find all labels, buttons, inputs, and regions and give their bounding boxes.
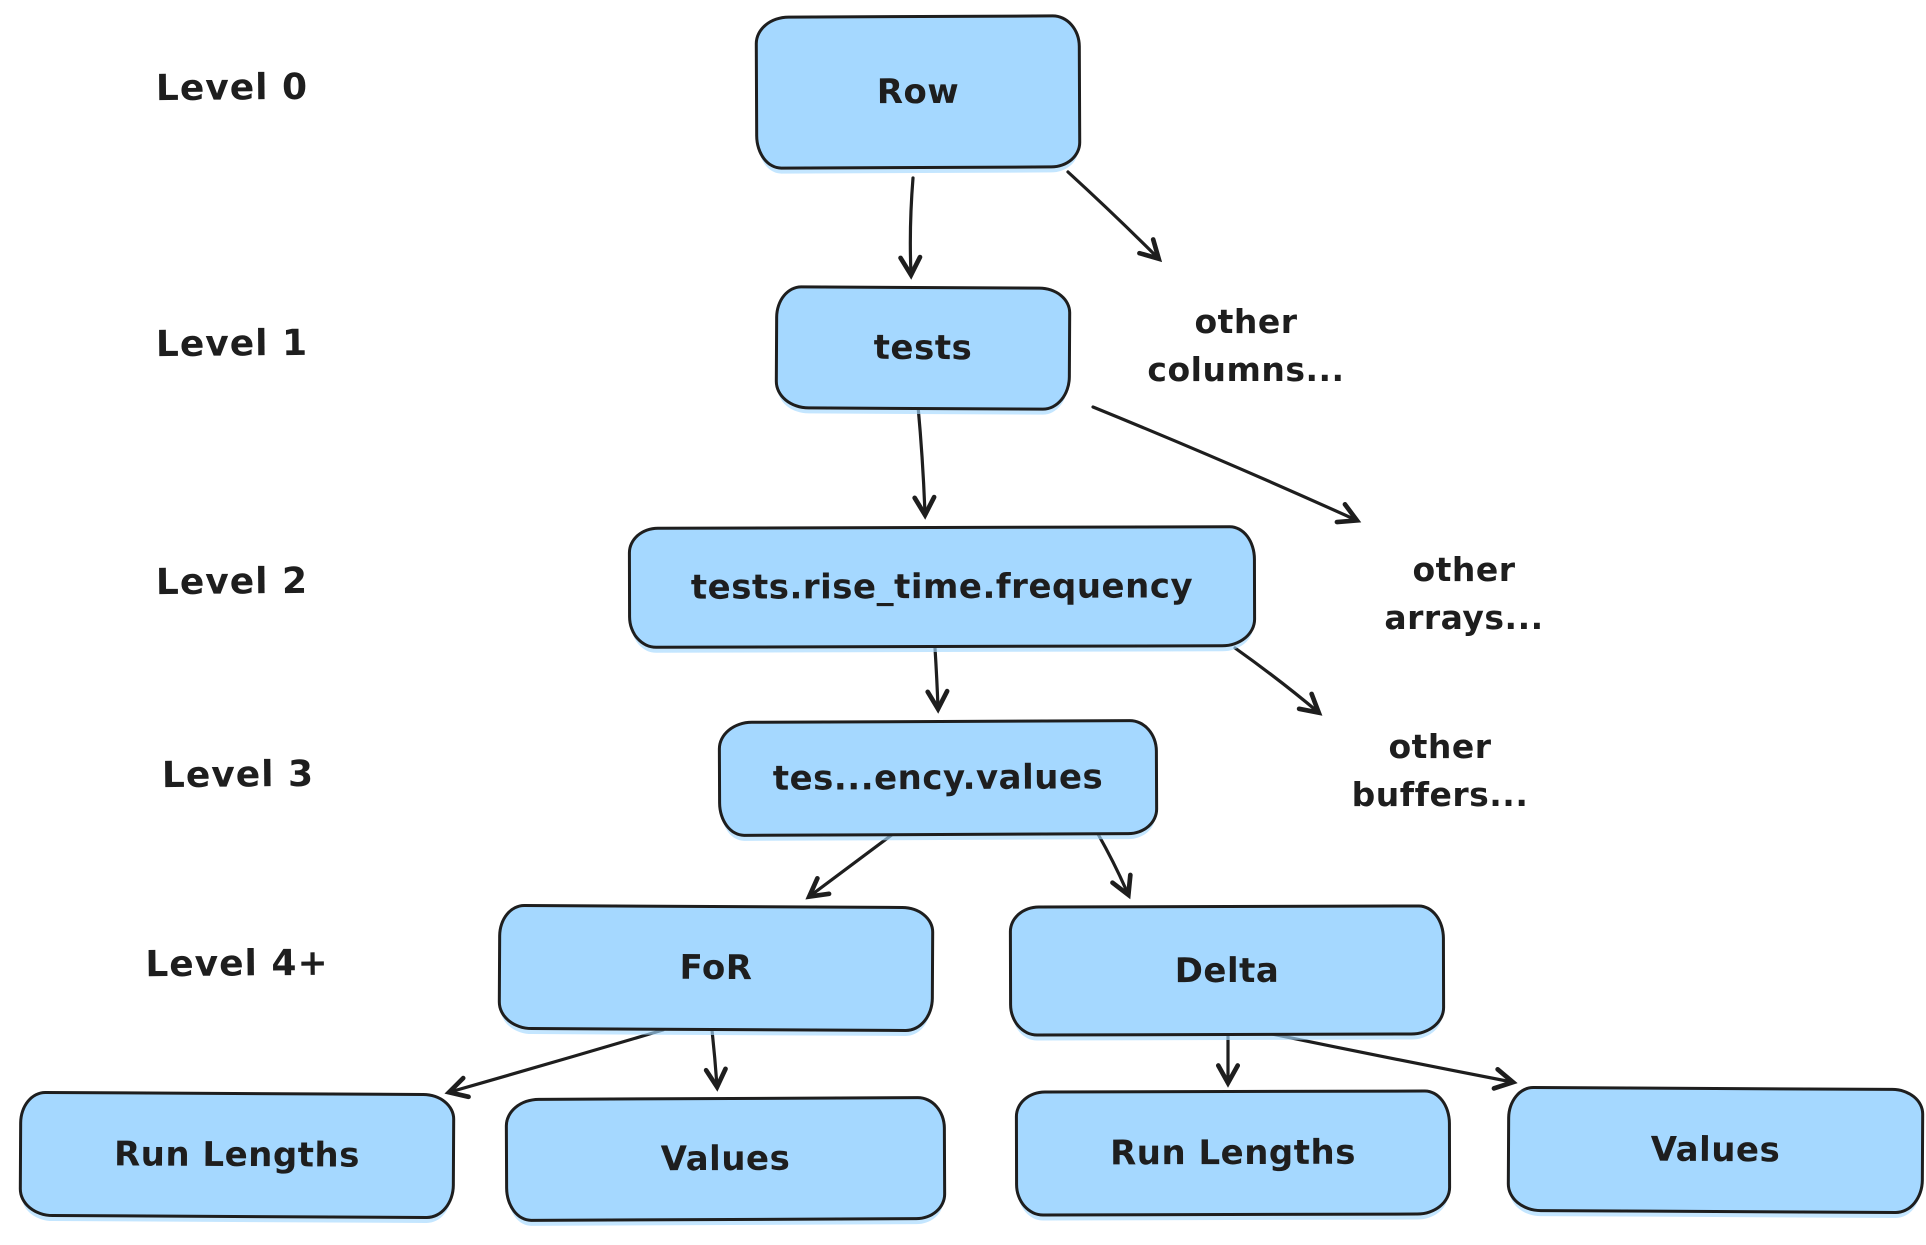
node-values-buffer-label: tes...ency.values [772, 757, 1104, 799]
node-tests: tests [774, 285, 1072, 411]
annotation-other-arrays-line1: other [1412, 550, 1516, 590]
level-1-label: Level 1 [155, 322, 309, 366]
node-for-values-label: Values [660, 1138, 791, 1180]
arrow-tests-to-other-arrays [1091, 405, 1362, 525]
node-delta-values: Values [1506, 1085, 1925, 1215]
level-3-label: Level 3 [161, 753, 315, 797]
node-for: FoR [497, 903, 935, 1033]
arrow-tests-to-frequency [912, 404, 937, 520]
arrow-frequency-to-other-buffers [1233, 646, 1323, 716]
arrow-frequency-to-values [925, 646, 950, 714]
arrow-for-to-run-lengths [444, 1028, 665, 1100]
node-for-run-lengths-label: Run Lengths [113, 1134, 361, 1176]
node-for-run-lengths: Run Lengths [18, 1090, 456, 1220]
level-4-label: Level 4+ [145, 942, 329, 986]
node-for-values: Values [504, 1096, 947, 1222]
node-delta: Delta [1008, 904, 1446, 1037]
annotation-other-buffers-line1: other [1388, 727, 1492, 767]
arrow-values-to-for [805, 832, 895, 900]
node-row-label: Row [876, 71, 960, 113]
annotation-other-buffers-line2: buffers... [1351, 775, 1529, 814]
arrow-for-to-values [703, 1028, 728, 1092]
annotation-other-arrays: other arrays... [1384, 546, 1543, 642]
node-values-buffer: tes...ency.values [717, 719, 1159, 837]
node-for-label: FoR [679, 947, 753, 989]
node-tests-label: tests [873, 327, 973, 369]
node-frequency: tests.rise_time.frequency [627, 525, 1257, 649]
annotation-other-columns-line1: other [1194, 302, 1298, 342]
annotation-other-arrays-line2: arrays... [1384, 598, 1544, 637]
node-delta-values-label: Values [1650, 1129, 1781, 1171]
node-delta-label: Delta [1174, 950, 1280, 991]
annotation-other-columns: other columns... [1147, 298, 1344, 394]
arrow-row-to-other-columns [1066, 170, 1163, 263]
node-frequency-label: tests.rise_time.frequency [690, 566, 1194, 608]
arrow-row-to-tests [898, 176, 923, 280]
level-0-label: Level 0 [155, 66, 309, 110]
level-2-label: Level 2 [155, 560, 309, 604]
arrow-values-to-delta [1096, 832, 1133, 900]
annotation-other-columns-line2: columns... [1147, 350, 1345, 389]
node-delta-run-lengths: Run Lengths [1014, 1089, 1452, 1217]
annotation-other-buffers: other buffers... [1352, 723, 1529, 819]
arrow-delta-to-values [1260, 1030, 1518, 1091]
node-delta-run-lengths-label: Run Lengths [1109, 1132, 1356, 1174]
node-row: Row [754, 14, 1082, 170]
